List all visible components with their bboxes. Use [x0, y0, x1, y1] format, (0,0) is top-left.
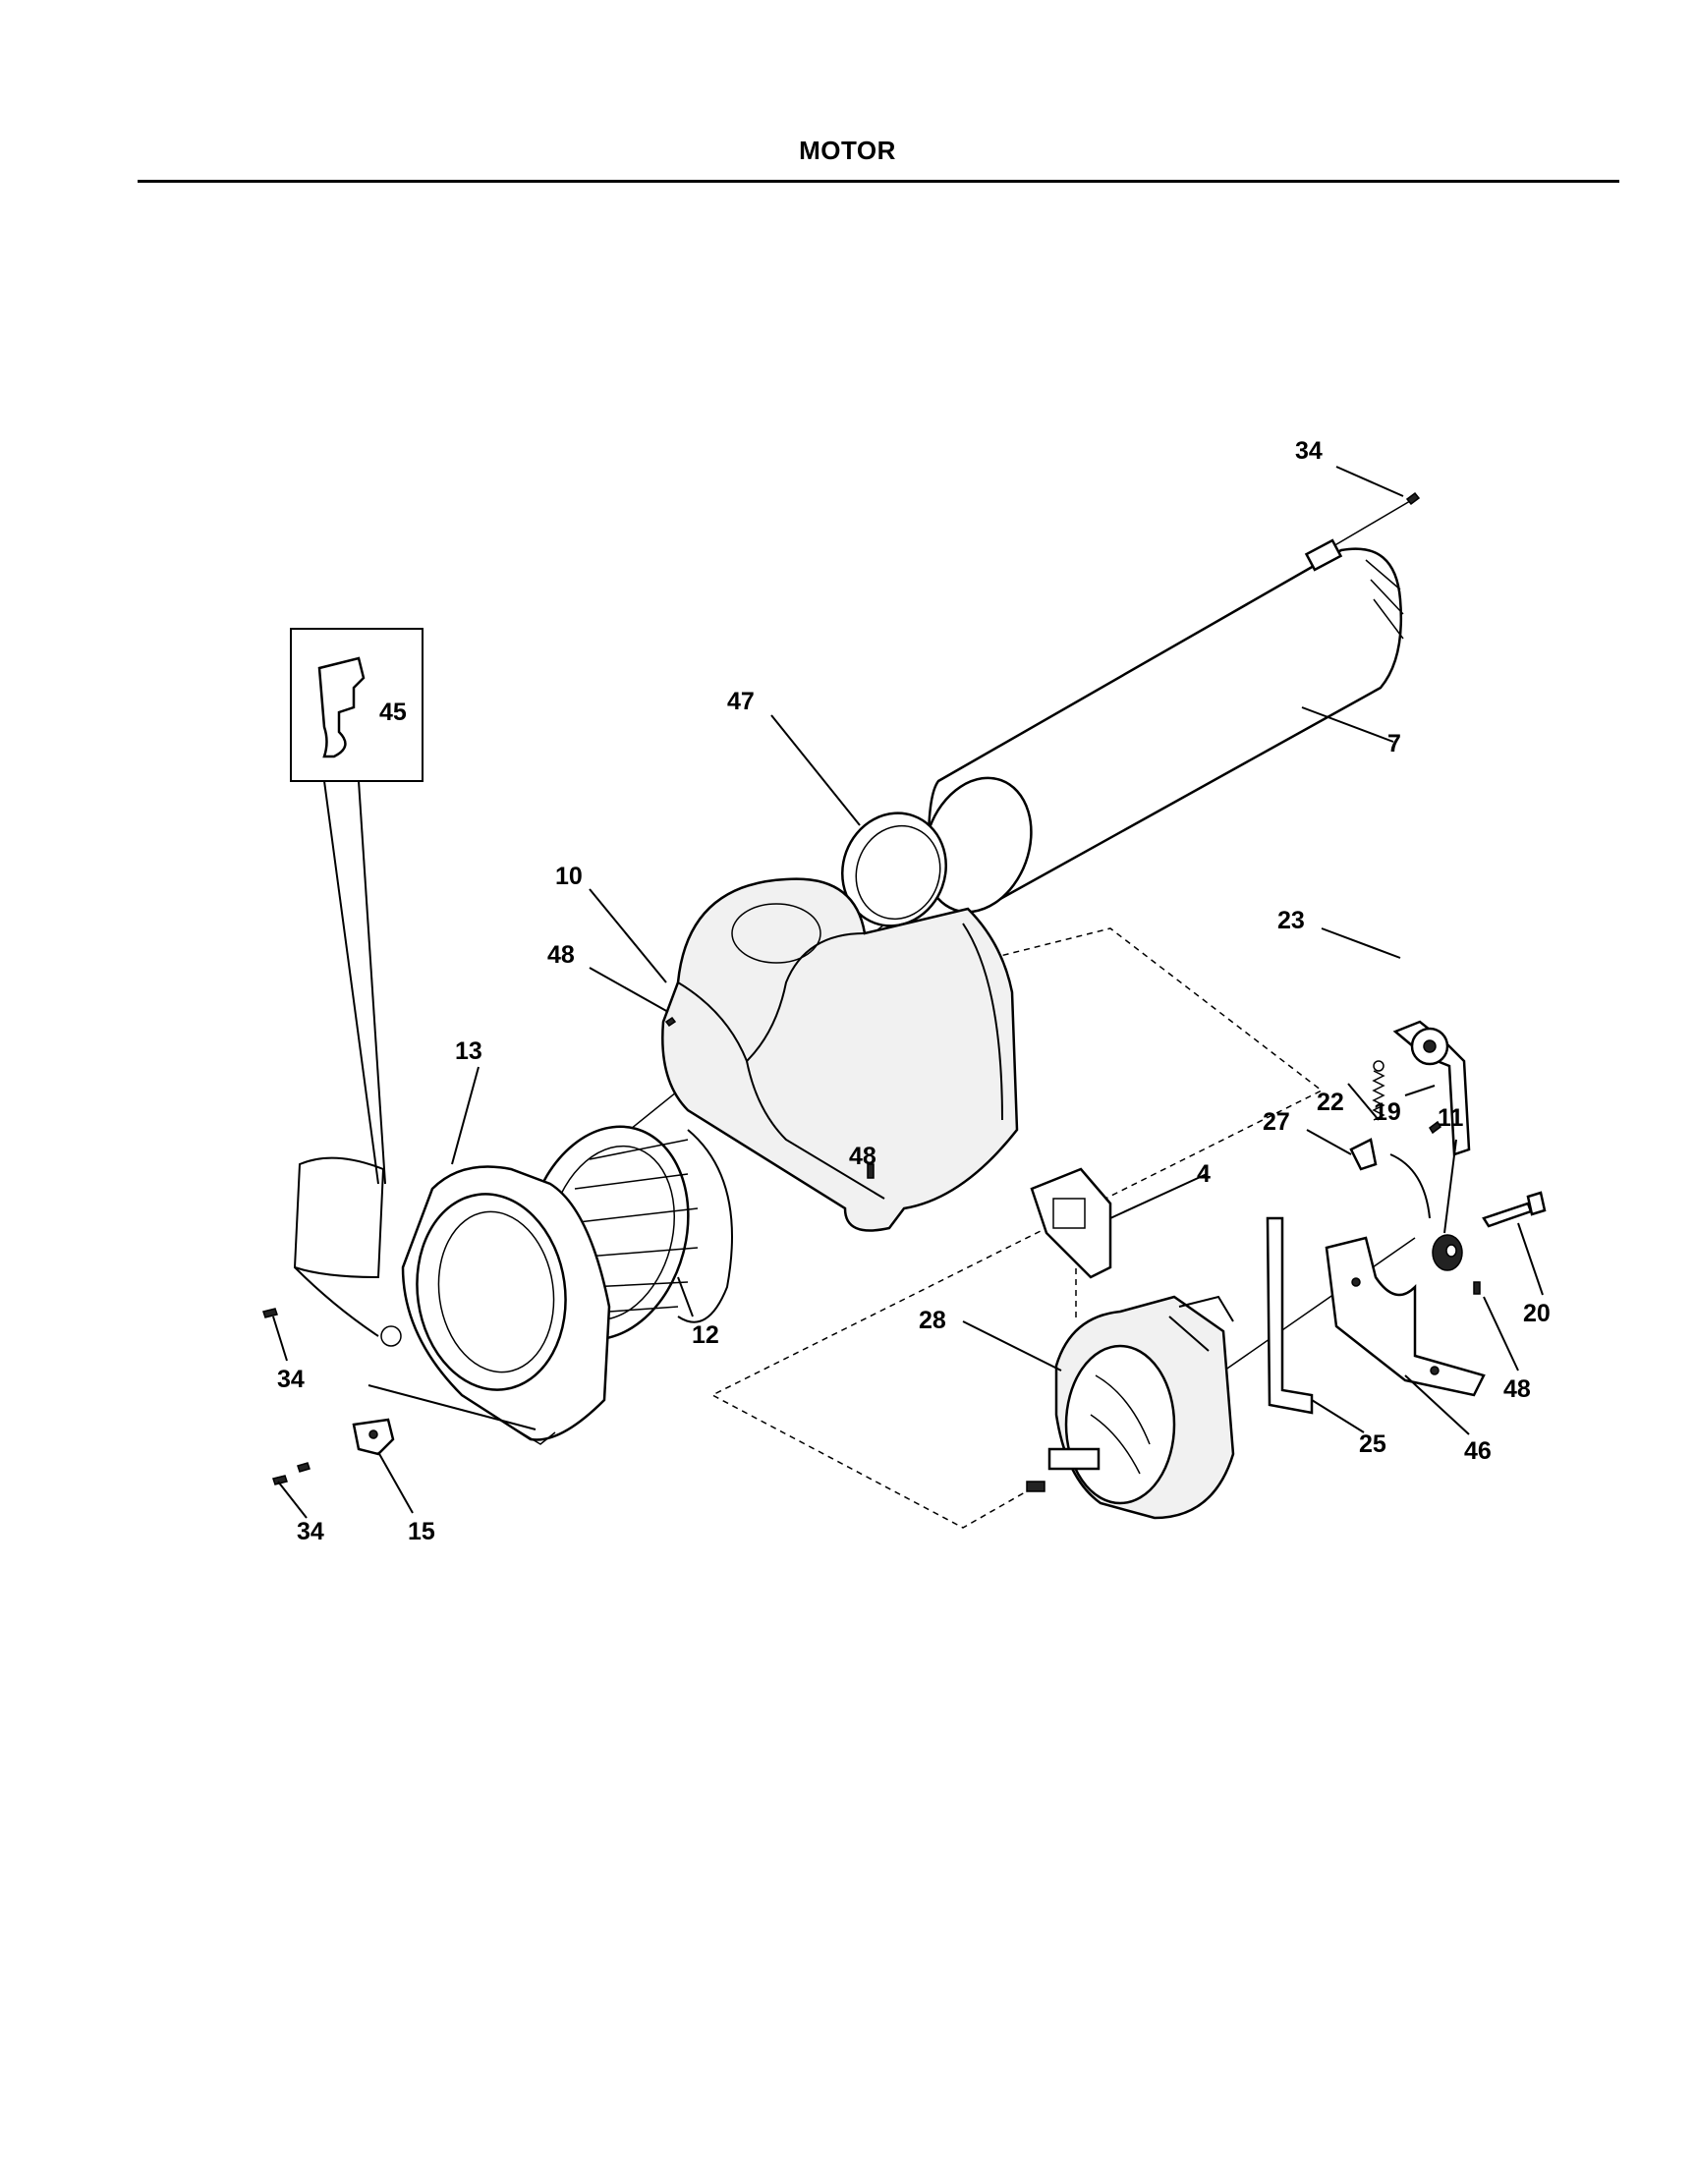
- callout-34: 34: [277, 1366, 305, 1393]
- blower-housing: [661, 877, 1019, 1232]
- callout-19: 19: [1374, 1098, 1401, 1126]
- screw-48-bracket: [1473, 1281, 1481, 1295]
- screw-34-top: [1405, 491, 1421, 506]
- screw-48-wheel: [867, 1163, 875, 1179]
- screw-34-bottom: [272, 1462, 311, 1485]
- leader-lines: [272, 466, 1544, 1519]
- callout-7: 7: [1387, 730, 1401, 757]
- callout-45: 45: [379, 699, 407, 726]
- callout-11: 11: [1438, 1104, 1464, 1132]
- front-bulkhead: [367, 1165, 611, 1445]
- blower-seal-panel: [293, 1156, 385, 1337]
- callout-47: 47: [727, 688, 755, 715]
- belt-clip: [1349, 1138, 1431, 1219]
- duct-seal-ring: [841, 812, 947, 927]
- callout-27: 27: [1263, 1108, 1290, 1136]
- heater-tube-25: [1266, 1216, 1314, 1415]
- idler-bracket: [1325, 1236, 1486, 1397]
- callout-22: 22: [1317, 1089, 1344, 1116]
- callout-48: 48: [1503, 1375, 1531, 1403]
- callout-46: 46: [1464, 1437, 1492, 1465]
- callout-48: 48: [547, 941, 575, 969]
- callout-12: 12: [692, 1321, 719, 1349]
- callout-13: 13: [455, 1037, 482, 1065]
- callout-34: 34: [297, 1518, 324, 1545]
- screw-34-left: [262, 1308, 278, 1318]
- callout-34: 34: [1295, 437, 1323, 465]
- shoulder-bolt: [1482, 1191, 1547, 1228]
- callout-23: 23: [1277, 907, 1305, 934]
- drive-motor: [1026, 1295, 1235, 1520]
- callout-28: 28: [919, 1307, 946, 1334]
- idler-pulley: [1432, 1234, 1463, 1271]
- screw-19: [1429, 1120, 1441, 1135]
- callout-10: 10: [555, 863, 583, 890]
- motor-mount-bracket: [1030, 1167, 1112, 1279]
- callout-4: 4: [1197, 1160, 1211, 1188]
- callout-15: 15: [408, 1518, 435, 1545]
- thermostat: [352, 1418, 395, 1456]
- callout-20: 20: [1523, 1300, 1551, 1327]
- blower-duct: [923, 538, 1404, 914]
- idler-arm: [1392, 1020, 1471, 1156]
- callout-48: 48: [849, 1143, 876, 1170]
- screw-48-housing: [664, 1016, 677, 1028]
- page-title: MOTOR: [799, 136, 896, 165]
- title-rule: [138, 180, 1619, 183]
- idler-spring: [1372, 1060, 1385, 1121]
- callout-labels: 34 7 45 47 10 48 13 48 12 23 22 19 11 27…: [277, 437, 1551, 1545]
- inset-detail-45: [290, 628, 424, 1185]
- callout-25: 25: [1359, 1430, 1386, 1458]
